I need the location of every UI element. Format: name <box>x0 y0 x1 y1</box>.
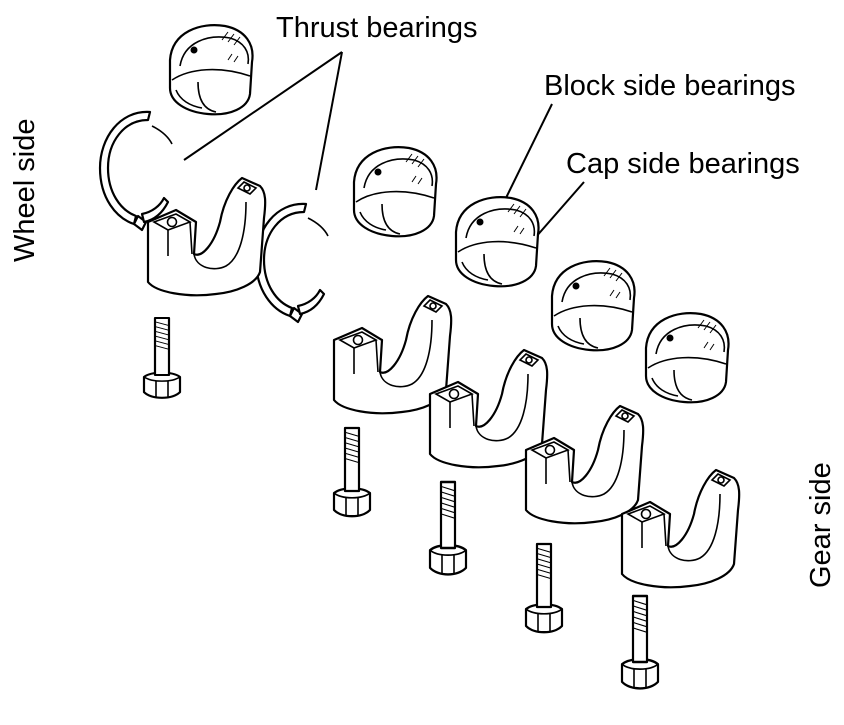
cap-bolt-4 <box>524 542 564 634</box>
label-block-side-bearings: Block side bearings <box>544 70 795 102</box>
label-gear-side: Gear side <box>805 462 837 588</box>
bearing-shell-3 <box>454 196 540 288</box>
leader-thrust-left <box>183 51 343 161</box>
label-thrust-bearings: Thrust bearings <box>276 12 478 44</box>
bearing-shell-1 <box>168 24 254 116</box>
cap-bolt-1 <box>142 316 182 399</box>
leader-block-side <box>503 103 553 203</box>
bearing-shell-2 <box>352 146 438 238</box>
bearing-shell-4 <box>550 260 636 352</box>
cap-bolt-2 <box>332 426 372 518</box>
cap-bolt-3 <box>428 480 468 576</box>
cap-bolt-5 <box>620 594 660 690</box>
thrust-washer-left <box>98 110 174 232</box>
label-cap-side-bearings: Cap side bearings <box>566 148 800 180</box>
label-wheel-side: Wheel side <box>9 119 41 262</box>
bearing-cap-1 <box>146 176 267 297</box>
leader-thrust-right <box>315 51 343 191</box>
bearing-shell-5 <box>644 312 730 404</box>
thrust-washer-right <box>254 202 330 324</box>
